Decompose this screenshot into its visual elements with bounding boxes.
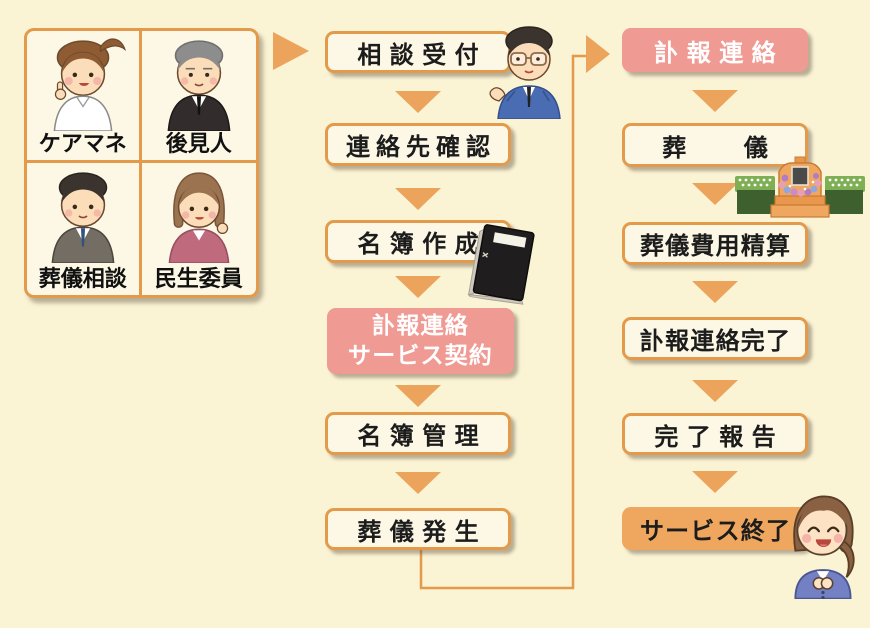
down-arrow-icon xyxy=(692,90,738,112)
referrer-cell-care-manager: ケアマネ xyxy=(27,31,142,163)
step-box-contact-confirmation: 連絡先確認 xyxy=(325,123,511,166)
closing-staff-illustration xyxy=(779,491,869,604)
down-arrow-icon xyxy=(395,188,441,210)
down-arrow-icon xyxy=(395,385,441,407)
care-manager-woman-icon xyxy=(53,38,126,131)
welfare-commissioner-woman-icon xyxy=(168,172,230,263)
arrow-right-to-notification-icon xyxy=(586,35,610,73)
funeral-consultant-man-icon xyxy=(51,172,115,263)
referrer-panel: ケアマネ 後見人 xyxy=(24,28,259,298)
funeral-altar-illustration xyxy=(735,156,865,223)
step-box-funeral-cost-settlement: 葬儀費用精算 xyxy=(622,222,808,265)
down-arrow-icon xyxy=(692,471,738,493)
step-box-notification-complete: 訃報連絡完了 xyxy=(622,317,808,360)
arrow-right-from-referrers-icon xyxy=(273,32,309,70)
down-arrow-icon xyxy=(395,472,441,494)
step-box-completion-report: 完了報告 xyxy=(622,413,808,455)
funeral-altar-icon xyxy=(735,156,865,218)
step-box-roster-creation: 名簿作成 xyxy=(325,220,511,263)
referrer-label: ケアマネ xyxy=(38,131,127,156)
down-arrow-icon xyxy=(692,281,738,303)
step-box-notification-service-contract: 訃報連絡 サービス契約 xyxy=(327,308,514,374)
referrer-label: 後見人 xyxy=(165,131,232,156)
down-arrow-icon xyxy=(395,276,441,298)
referrer-cell-guardian: 後見人 xyxy=(141,31,256,163)
step-box-death-notification: 訃報連絡 xyxy=(622,28,808,72)
referrer-cell-funeral-consultant: 葬儀相談 xyxy=(27,163,142,295)
roster-book-illustration xyxy=(466,222,537,312)
step-box-roster-management: 名簿管理 xyxy=(325,412,511,455)
down-arrow-icon xyxy=(692,183,738,205)
step-box-service-end: サービス終了 xyxy=(622,507,808,550)
step-box-funeral: 葬儀 xyxy=(622,123,808,167)
ledger-notebook-icon xyxy=(467,224,535,305)
down-arrow-icon xyxy=(395,91,441,113)
smiling-woman-icon xyxy=(793,495,855,600)
contract-line2: サービス契約 xyxy=(348,342,493,368)
referrer-label: 民生委員 xyxy=(154,266,243,291)
down-arrow-icon xyxy=(692,380,738,402)
contract-line1: 訃報連絡 xyxy=(372,312,469,339)
step-box-consultation-reception: 相談受付 xyxy=(325,31,511,73)
man-with-glasses-icon xyxy=(489,26,561,120)
step-box-funeral-occurs: 葬儀発生 xyxy=(325,508,511,550)
reception-staff-illustration xyxy=(485,21,569,124)
referrer-cell-welfare-commissioner: 民生委員 xyxy=(142,163,257,295)
referrer-label: 葬儀相談 xyxy=(38,266,127,291)
guardian-man-icon xyxy=(167,40,231,131)
